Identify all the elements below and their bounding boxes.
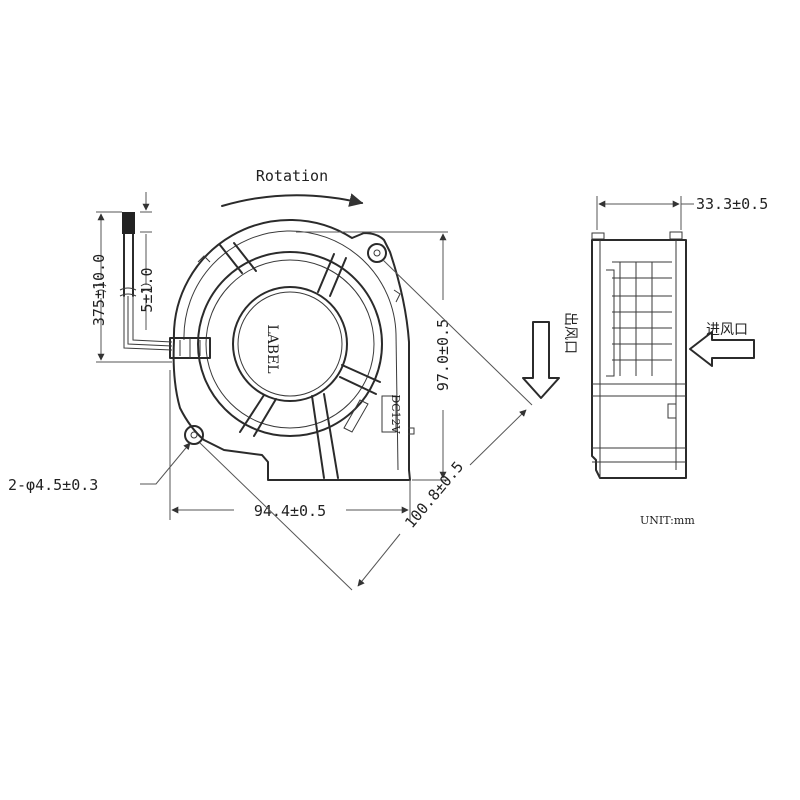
lead-length-label: 375±10.0 [90,254,108,326]
housing-inner-side [395,333,399,471]
label-text: LABEL [264,324,280,373]
inlet-arrow [689,331,755,367]
rotation-arrow [221,193,364,207]
inlet-label: 进风口 [706,322,748,338]
width-label: 94.4±0.5 [254,502,326,520]
lead-wires [119,212,173,351]
rotation-label: Rotation [256,167,328,185]
side-view: 33.3±0.5 进风口 UNIT:mm [591,195,768,527]
housing-inner-ring [183,230,397,341]
unit-label: UNIT:mm [640,514,695,527]
impeller-outer-ring [197,251,383,437]
housing-tab-bottom [408,427,415,435]
mount-hole-label: 2-φ4.5±0.3 [8,476,98,494]
height-dimension [296,231,448,481]
depth-label: 33.3±0.5 [696,195,768,213]
width-dimension [169,370,411,520]
diagonal-dimension [199,259,533,591]
wire-connector [169,337,211,359]
mount-hole-bottom-left [184,425,204,445]
lead-length-dimension [95,211,172,363]
hub-inner-ring [237,291,343,397]
strip-length-label: 5±1.0 [138,267,156,312]
side-fins [606,261,672,377]
outlet-arrow: 出风口 [522,312,578,399]
fan-housing-outline [172,219,411,481]
outlet-label: 出风口 [562,312,578,354]
mount-hole-top-right [367,243,387,263]
svg-text:DC12V: DC12V [389,394,402,434]
spokes [219,242,381,479]
mount-hole-bottom-left-inner [190,431,198,439]
mount-hole-top-right-inner [373,249,381,257]
hub-outer-ring [232,286,348,402]
mount-hole-leader [140,442,191,485]
impeller-mid-ring [205,259,375,429]
front-view: Rotation LABEL DC12V [8,167,533,591]
height-label: 97.0±0.5 [434,319,452,391]
side-body-outline [591,239,687,479]
depth-dimension [596,196,694,230]
diagonal-label: 100.8±0.5 [401,458,467,532]
housing-tab-right [393,289,401,303]
rating-sticker: DC12V [343,394,402,435]
housing-tab-left [197,255,211,263]
strip-length-dimension [140,192,152,330]
